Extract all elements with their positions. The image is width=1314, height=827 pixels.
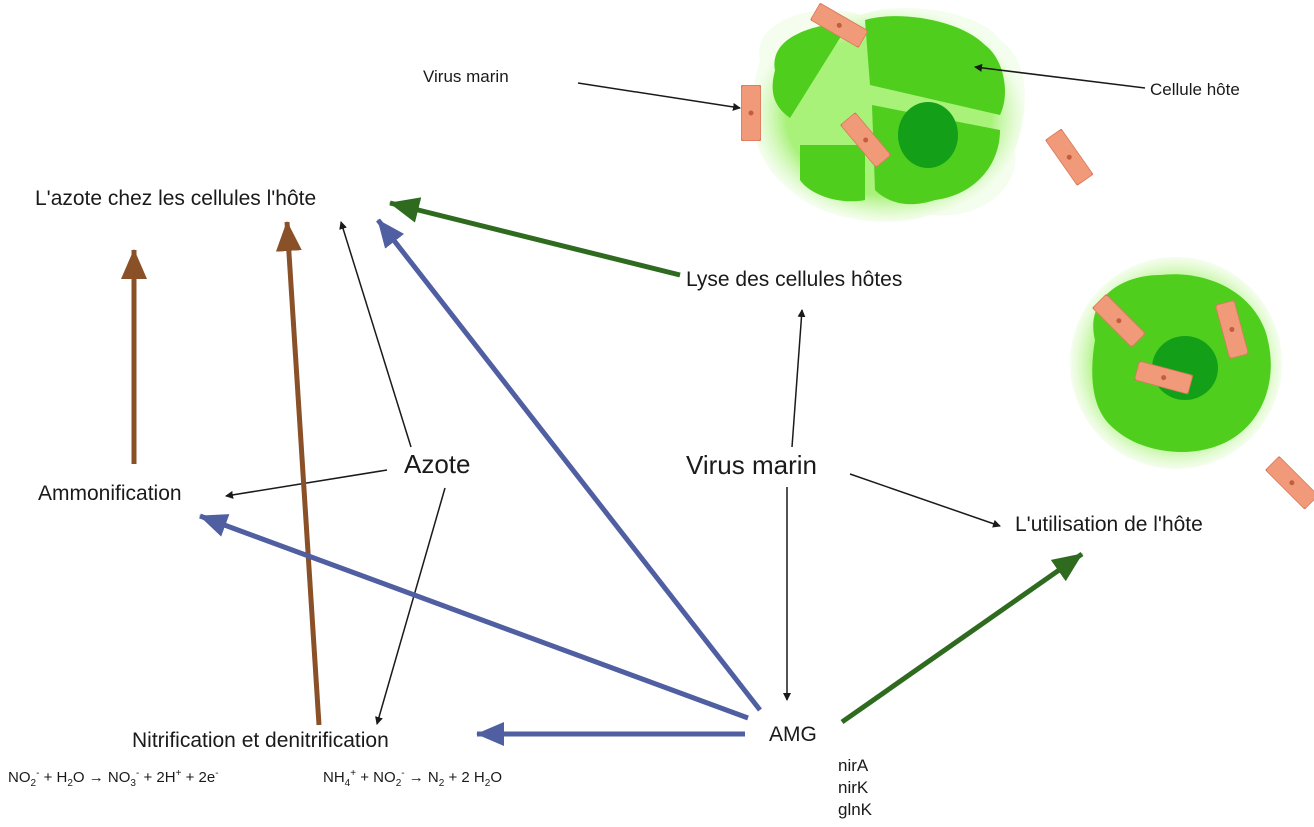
illustration-host-cell-label: Cellule hôte — [1150, 80, 1240, 99]
arrow-nitrification-to-host-nitrogen — [275, 221, 322, 726]
arrow-amg-to-host-nitrogen — [376, 218, 762, 712]
arrow-nitrogen-to-nitrification — [375, 487, 446, 725]
black-arrows — [225, 63, 1146, 725]
arrow-nitrogen-to-ammonification — [225, 469, 388, 499]
ammonification-node: Ammonification — [38, 482, 182, 505]
nitrification-node: Nitrification et denitrification — [132, 729, 389, 752]
host-lysis-node: Lyse des cellules hôtes — [686, 268, 903, 291]
lysed-host-cell-illustration — [741, 2, 1094, 222]
nitrogen-node: Azote — [404, 449, 471, 479]
arrow-lysis-to-host-nitrogen — [389, 197, 681, 278]
gene-label: nirK — [838, 778, 869, 797]
nitrification-equation: NO2- + H2O → NO3- + 2H+ + 2e- — [8, 768, 219, 789]
virus-node: Virus marin — [686, 450, 818, 480]
denitrification-equation: NH4+ + NO2- → N2 + 2 H2O — [323, 768, 502, 789]
virus-particle — [1265, 455, 1314, 510]
virus-particle — [1045, 128, 1094, 186]
brown-arrows — [121, 221, 322, 726]
host-nitrogen-node: L'azote chez les cellules l'hôte — [35, 187, 317, 210]
cell-nucleus — [898, 102, 958, 168]
gene-label: glnK — [838, 800, 873, 819]
arrow-amg-to-host-use — [840, 551, 1084, 725]
cell-fragment — [772, 22, 850, 118]
arrow-nitrogen-to-host-nitrogen — [339, 221, 412, 448]
host-use-node: L'utilisation de l'hôte — [1015, 513, 1203, 536]
arrow-virus-label-to-virus — [577, 82, 741, 111]
cell-fragment — [800, 145, 865, 202]
illustration-virus-label: Virus marin — [423, 67, 509, 86]
arrow-amg-to-ammonification — [199, 513, 749, 721]
arrow-host-label-to-cell — [974, 63, 1146, 89]
green-arrows — [389, 197, 1084, 725]
arrow-virus-to-host-use — [849, 473, 1001, 528]
virus-particle — [741, 85, 761, 141]
amg-node: AMG — [769, 723, 817, 746]
blue-arrows — [199, 218, 762, 746]
gene-label: nirA — [838, 756, 869, 775]
cell-fragment — [865, 16, 1005, 115]
arrow-virus-to-lysis — [791, 309, 806, 448]
infected-host-cell-illustration — [1070, 257, 1314, 510]
amg-gene-list: nirA nirK glnK — [838, 755, 872, 821]
